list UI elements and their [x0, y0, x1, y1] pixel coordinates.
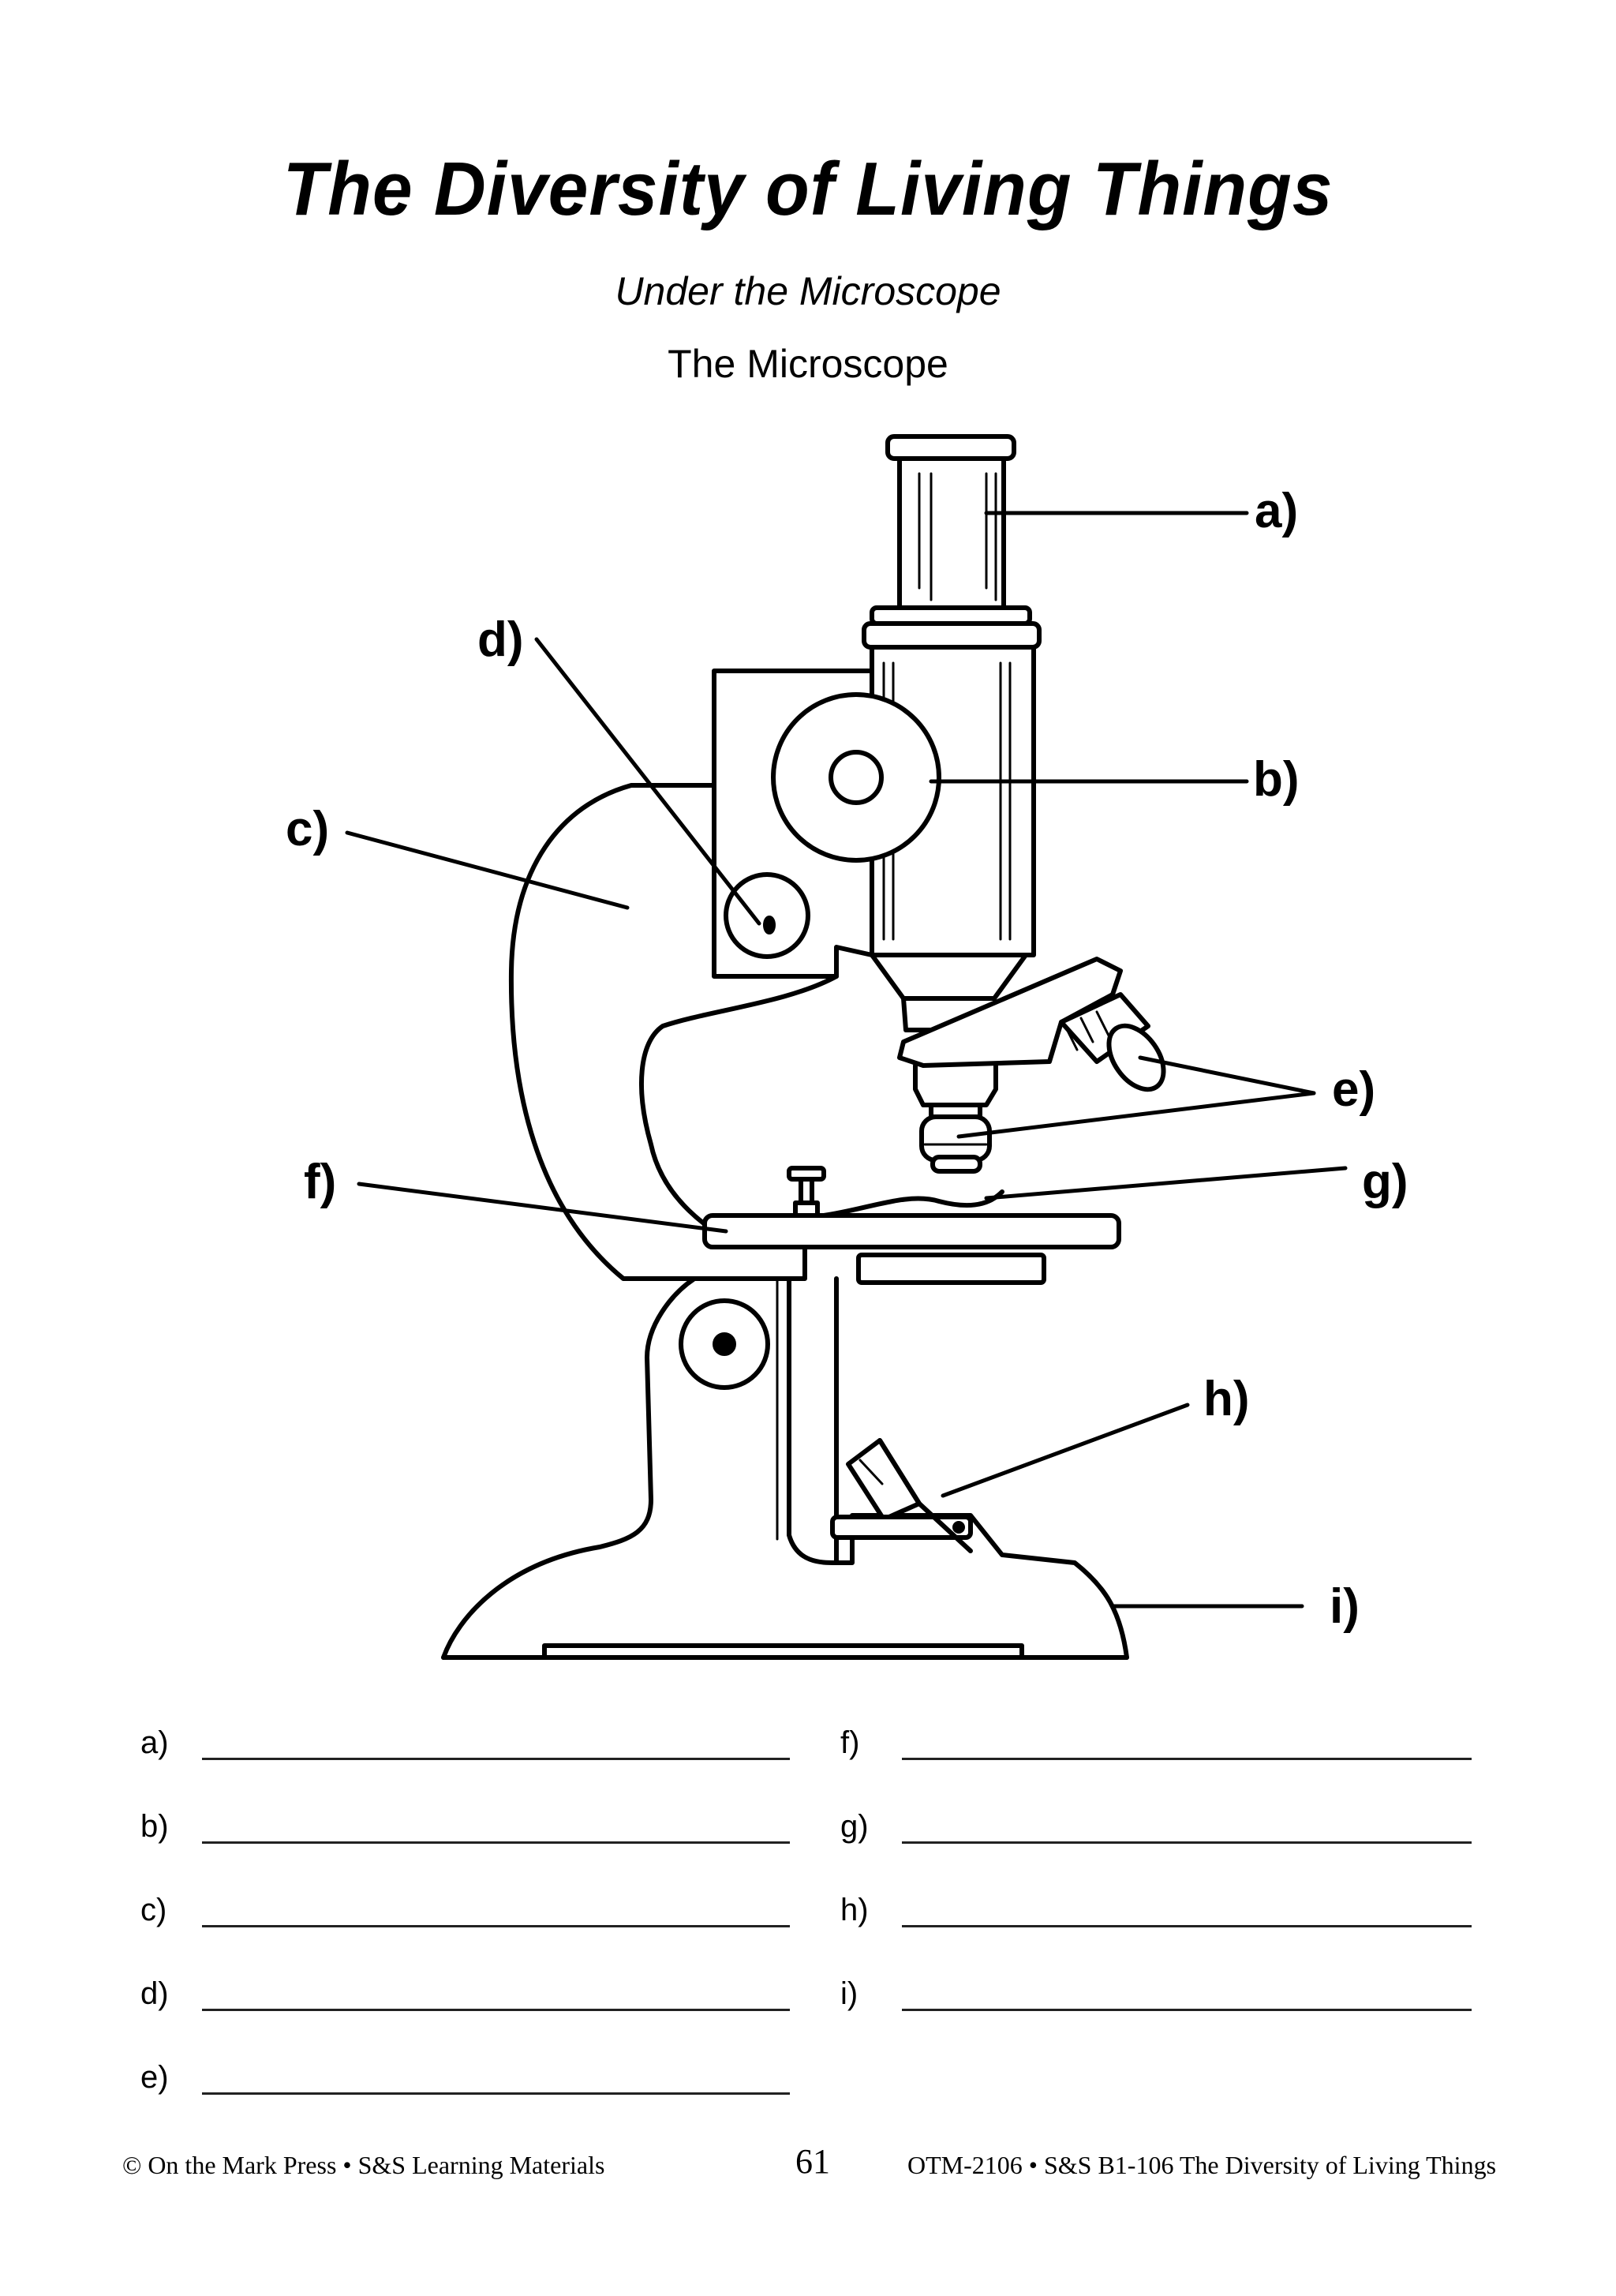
mirror-drawing — [830, 1438, 973, 1553]
answer-line[interactable] — [902, 1974, 1472, 2011]
callout-h: h) — [1203, 1372, 1250, 1426]
section-heading: The Microscope — [668, 342, 948, 386]
callout-f: f) — [304, 1155, 337, 1209]
answer-row: f) — [840, 1713, 1472, 1760]
answer-line[interactable] — [202, 1890, 790, 1927]
callout-d: d) — [477, 612, 524, 667]
answer-row: h) — [840, 1880, 1472, 1927]
nosepiece-drawing — [897, 957, 1166, 1092]
answer-line[interactable] — [202, 1974, 790, 2011]
pillar-drawing — [441, 1276, 1129, 1660]
answer-label: e) — [140, 2060, 169, 2095]
footer-book-code: OTM-2106 • S&S B1-106 The Diversity of L… — [907, 2151, 1497, 2179]
leader-line-d — [534, 637, 761, 926]
answer-label: h) — [840, 1893, 869, 1927]
answer-line[interactable] — [902, 1890, 1472, 1927]
callout-i: i) — [1330, 1579, 1360, 1634]
leader-line-f — [357, 1182, 728, 1234]
answer-line[interactable] — [202, 2058, 790, 2095]
answer-label: f) — [840, 1725, 860, 1760]
answer-label: i) — [840, 1976, 858, 2011]
leader-line-h — [941, 1403, 1190, 1498]
answer-label: a) — [140, 1725, 169, 1760]
answer-line[interactable] — [202, 1807, 790, 1844]
answer-row: i) — [840, 1964, 1472, 2011]
answer-label: b) — [140, 1809, 169, 1844]
answer-label: c) — [140, 1893, 167, 1927]
callout-e: e) — [1332, 1062, 1376, 1117]
objective-drawing — [913, 1063, 998, 1174]
answer-row: a) — [140, 1713, 790, 1760]
leader-line-c — [345, 830, 630, 910]
footer-publisher: © On the Mark Press • S&S Learning Mater… — [122, 2151, 605, 2179]
callout-g: g) — [1362, 1155, 1408, 1209]
leader-line-e1 — [1138, 1055, 1316, 1096]
answer-label: g) — [840, 1809, 869, 1844]
answer-line[interactable] — [202, 1723, 790, 1760]
answer-label: d) — [140, 1976, 169, 2011]
answer-row: c) — [140, 1880, 790, 1927]
base-drawing — [441, 1643, 1129, 1660]
answer-row: b) — [140, 1796, 790, 1844]
answer-row: g) — [840, 1796, 1472, 1844]
focus-housing-drawing — [712, 669, 941, 979]
page-number: 61 — [795, 2142, 830, 2181]
stage-drawing — [702, 1213, 1121, 1249]
answer-row: d) — [140, 1964, 790, 2011]
eyepiece-drawing — [862, 434, 1042, 650]
answer-line[interactable] — [902, 1723, 1472, 1760]
stage-clip-drawing — [787, 1166, 1004, 1218]
answer-line[interactable] — [902, 1807, 1472, 1844]
callout-c: c) — [286, 802, 330, 856]
leader-line-e2 — [956, 1091, 1316, 1139]
callout-b: b) — [1253, 752, 1300, 807]
answer-row: e) — [140, 2047, 790, 2095]
page-subtitle: Under the Microscope — [615, 269, 1001, 313]
condenser-drawing — [856, 1253, 1046, 1285]
leader-line-g — [984, 1166, 1348, 1200]
page-title: The Diversity of Living Things — [282, 147, 1334, 231]
callout-a: a) — [1255, 484, 1299, 538]
